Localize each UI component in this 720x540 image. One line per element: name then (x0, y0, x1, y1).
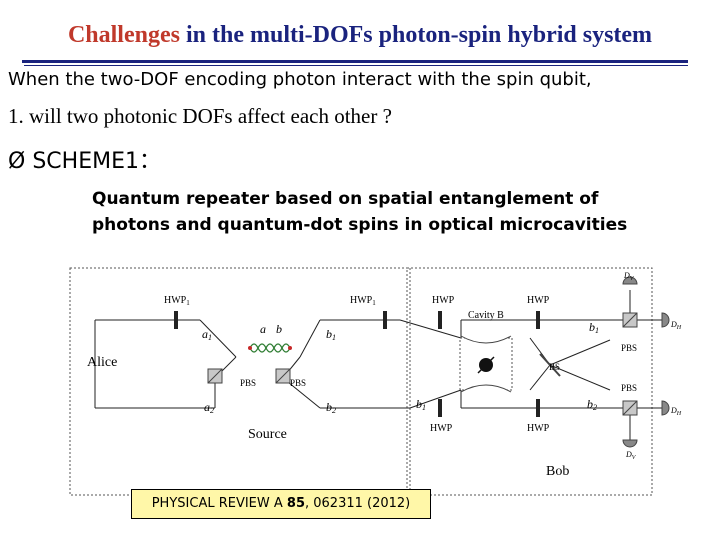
b1-right-label: b (589, 320, 595, 334)
dh-bottom-label: D (670, 406, 677, 415)
dv-bottom-label: D (625, 450, 632, 459)
scheme-description-line1: Quantum repeater based on spatial entang… (92, 189, 599, 209)
source-label: Source (248, 427, 287, 442)
photon-a-icon (248, 346, 252, 350)
svg-text:b1: b1 (326, 327, 336, 342)
a1-sub: 1 (208, 333, 212, 342)
b-label: b (276, 322, 282, 336)
dh-bottom-sub: H (676, 411, 682, 417)
hwp1-left-sub: 1 (186, 299, 190, 307)
intro-line: When the two-DOF encoding photon interac… (8, 69, 592, 90)
hwp-top-right-label: HWP (527, 295, 550, 306)
dh-top-sub: H (676, 325, 682, 331)
svg-text:a2: a2 (204, 400, 214, 415)
svg-text:b2: b2 (326, 400, 336, 415)
alice-label: Alice (87, 355, 117, 370)
detector-dh-top-icon (661, 312, 670, 328)
scheme-bullet: Ø SCHEME1： (8, 143, 161, 175)
reference-citation: PHYSICAL REVIEW A 85, 062311 (2012) (131, 489, 431, 519)
svg-text:b1: b1 (416, 397, 426, 412)
bob-label: Bob (546, 464, 569, 479)
hwp1-mid-sub: 1 (372, 299, 376, 307)
pbs-mid-label: PBS (290, 378, 306, 388)
svg-text:a1: a1 (202, 327, 212, 342)
title-rest: in the multi-DOFs photon-spin hybrid sys… (179, 22, 653, 48)
b1-right-sub: 1 (595, 326, 599, 335)
b2-left-label: b (326, 400, 332, 414)
hwp-bottom-left-label: HWP (430, 423, 453, 434)
entanglement-wave (249, 343, 291, 353)
title-underline-thin (24, 65, 688, 66)
hwp1-mid-label: HWP (350, 295, 373, 306)
reference-volume: 85 (286, 496, 305, 511)
svg-text:b1: b1 (589, 320, 599, 335)
svg-text:DV: DV (625, 450, 637, 461)
title-highlight: Challenges (67, 22, 180, 48)
b1-mid-sub: 1 (422, 403, 426, 412)
hwp-bottom-right-label: HWP (527, 423, 550, 434)
bs-plate (539, 353, 561, 377)
svg-text:DH: DH (670, 406, 682, 417)
svg-text:HWP1: HWP1 (350, 295, 376, 307)
arrow-bullet-icon: Ø (8, 149, 26, 174)
pbs-bottom-right-label: PBS (621, 383, 637, 393)
svg-text:DV: DV (623, 271, 635, 282)
detector-dv-top-icon (622, 276, 638, 285)
b1-mid-label: b (416, 397, 422, 411)
title-underline (22, 60, 688, 63)
b1-left-sub: 1 (332, 333, 336, 342)
dv-top-sub: V (630, 276, 635, 282)
svg-text:HWP1: HWP1 (164, 295, 190, 307)
hwp-bottom-left-plate (438, 399, 442, 417)
photon-b-icon (288, 346, 292, 350)
a-label: a (260, 322, 266, 336)
a1-label: a (202, 327, 208, 341)
svg-text:DH: DH (670, 320, 682, 331)
detector-dh-bottom-icon (661, 400, 670, 416)
scheme-label: SCHEME1： (32, 149, 161, 174)
hwp-bottom-right-plate (536, 399, 540, 417)
reference-prefix: PHYSICAL REVIEW A (151, 496, 287, 511)
detector-dv-bottom-icon (622, 439, 638, 448)
scheme-description-line2: photons and quantum-dot spins in optical… (92, 215, 628, 235)
slide-title: Challenges in the multi-DOFs photon-spin… (0, 22, 720, 49)
question-line: 1. will two photonic DOFs affect each ot… (8, 104, 392, 128)
hwp-top-right-plate (536, 311, 540, 329)
scheme-description: Quantum repeater based on spatial entang… (92, 186, 627, 238)
dv-bottom-sub: V (632, 455, 637, 461)
b2-right-label: b (587, 397, 593, 411)
svg-text:b2: b2 (587, 397, 597, 412)
hwp1-left-label: HWP (164, 295, 187, 306)
b2-left-sub: 2 (332, 406, 336, 415)
dh-top-label: D (670, 320, 677, 329)
hwp-top-left-label: HWP (432, 295, 455, 306)
b2-right-sub: 2 (593, 403, 597, 412)
bs-label: BS (549, 362, 560, 372)
hwp1-mid-plate (383, 311, 387, 329)
cavity-label: Cavity B (468, 310, 504, 321)
hwp1-left-plate (174, 311, 178, 329)
hwp-top-left-plate (438, 311, 442, 329)
dv-top-label: D (623, 271, 630, 280)
pbs-top-right-label: PBS (621, 343, 637, 353)
pbs-left-label: PBS (240, 378, 256, 388)
reference-suffix: , 062311 (2012) (305, 496, 411, 511)
b1-left-label: b (326, 327, 332, 341)
a2-sub: 2 (210, 406, 214, 415)
a2-label: a (204, 400, 210, 414)
